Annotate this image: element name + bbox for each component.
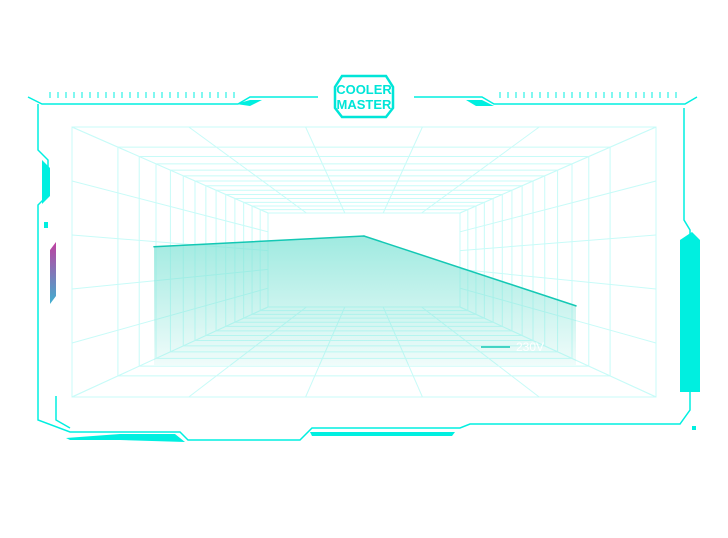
legend-label-230v: 230V <box>516 340 544 354</box>
data-point-100% <box>575 305 577 307</box>
side-gradient-bar <box>50 242 56 304</box>
cooler-master-logo: COOLER MASTER <box>333 74 395 119</box>
logo-text-line1: COOLER <box>336 82 392 97</box>
x-tick-label: 20% <box>143 378 165 390</box>
x-tick-label: 100% <box>562 378 590 390</box>
data-point-20% <box>153 245 155 248</box>
grid-outer <box>71 126 657 398</box>
x-tick-label: 50% <box>353 378 375 390</box>
plot-area: 20% 50% 100% <box>143 235 590 390</box>
hud-accents <box>42 100 700 442</box>
logo-text-line2: MASTER <box>337 97 393 112</box>
series-area-230v <box>154 236 576 365</box>
hud-ticks <box>49 92 677 98</box>
legend: 230V <box>481 340 544 354</box>
data-point-50% <box>363 235 365 237</box>
